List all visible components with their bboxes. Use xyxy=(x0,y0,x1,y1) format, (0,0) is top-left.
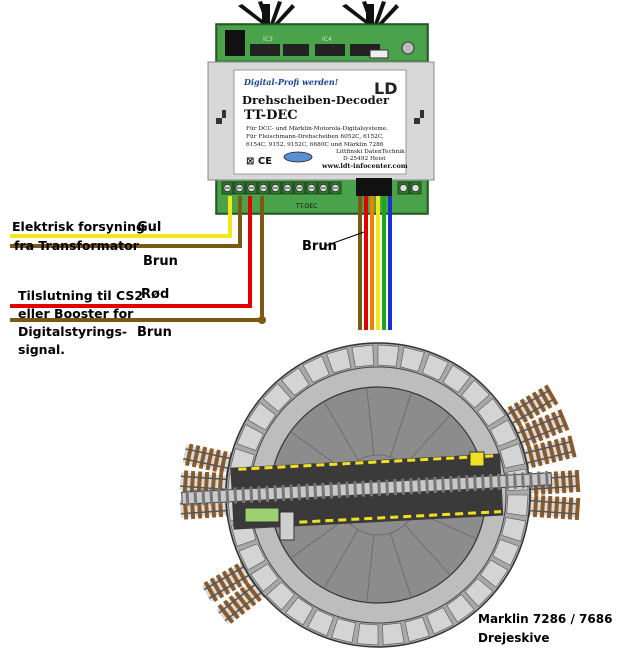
relay-component xyxy=(225,30,245,56)
wire-red xyxy=(10,196,252,308)
label-signal-4: signal. xyxy=(18,342,65,357)
ring-segment xyxy=(266,581,295,611)
terminal-screw xyxy=(257,181,270,195)
wire-yellow xyxy=(10,196,232,238)
maker-address: D-25492 Heist xyxy=(343,156,386,162)
terminal-strip xyxy=(221,181,422,195)
label-rod: Rød xyxy=(141,287,169,302)
label-brun-power: Brun xyxy=(143,254,178,269)
terminal-screw xyxy=(409,181,422,195)
ring-segment xyxy=(464,578,494,607)
label-signal-2: eller Booster for xyxy=(18,306,134,321)
svg-text:⊠ CE: ⊠ CE xyxy=(246,156,272,167)
terminal-screw xyxy=(281,181,294,195)
chip-label-ic3: IC3 xyxy=(263,36,273,43)
label-gul: Gul xyxy=(137,220,161,235)
decoder-model: TT-DEC xyxy=(244,108,298,123)
ring-segment xyxy=(238,543,266,571)
wire-bundle xyxy=(358,196,392,330)
label-turntable-2: Drejeskive xyxy=(478,631,549,645)
wire-brown-power xyxy=(10,196,242,248)
turntable xyxy=(179,342,581,648)
desc-line-3: 6154C, 9152, 9152C, 6680C und Märklin 72… xyxy=(246,142,384,148)
ring-segment xyxy=(236,424,264,451)
ring-segment xyxy=(499,443,526,469)
ring-segment xyxy=(351,344,374,368)
terminal-label: TT-DEC xyxy=(295,203,317,210)
terminal-screw xyxy=(317,181,330,195)
ring-segment xyxy=(250,563,279,592)
ring-segment xyxy=(404,616,430,643)
clip-left-icon xyxy=(216,110,226,124)
ring-segment xyxy=(426,607,454,635)
decoder-title: Drehscheiben-Decoder xyxy=(242,93,390,107)
ring-segment xyxy=(356,623,379,646)
desc-line-2: Für Fleischmann-Drehscheiben 6052C, 6152… xyxy=(246,134,384,140)
ring-segment xyxy=(377,344,400,367)
ring-segment xyxy=(490,419,518,447)
label-brun-bundle: Brun xyxy=(302,239,337,254)
ring-segment xyxy=(382,622,405,646)
ring-segment xyxy=(326,347,352,374)
bundle-pointer xyxy=(324,231,365,247)
ring-segment xyxy=(461,379,490,409)
maker-name: Littfinski DatenTechnik xyxy=(336,149,405,155)
clip-right-icon xyxy=(414,110,424,124)
terminal-screw xyxy=(293,181,306,195)
ring-segment xyxy=(442,364,471,393)
ring-segment xyxy=(247,402,276,431)
label-power-2: fra Transformator xyxy=(14,238,140,253)
ring-segment xyxy=(262,383,292,412)
label-turntable-1: Marklin 7286 / 7686 xyxy=(478,612,612,626)
ring-segment xyxy=(331,618,356,644)
ring-segment xyxy=(400,346,425,372)
ring-segment xyxy=(307,609,334,637)
ring-segment xyxy=(446,594,475,623)
ce-mark-icon: ⊠ CE xyxy=(246,156,272,167)
ring-segment xyxy=(422,353,449,381)
decoder-cover: LD xyxy=(207,61,435,181)
brand-tag: Digital-Profi werden! xyxy=(243,77,339,87)
terminal-screw xyxy=(305,181,318,195)
terminal-screw xyxy=(397,181,410,195)
ring-segment xyxy=(506,494,529,517)
terminal-screw xyxy=(329,181,342,195)
ring-segment xyxy=(477,398,506,427)
maker-url: www.ldt-infocenter.com xyxy=(321,162,408,170)
ring-segment xyxy=(302,355,330,383)
wire-brown-signal xyxy=(10,196,266,324)
digital-badge-icon xyxy=(283,151,313,163)
desc-line-1: Für DCC- und Märklin-Motorola-Digitalsys… xyxy=(246,126,388,132)
label-brun-signal: Brun xyxy=(137,325,172,340)
label-signal-1: Tilslutning til CS2 xyxy=(18,288,143,303)
ring-segment xyxy=(480,559,509,588)
label-signal-3: Digitalstyrings- xyxy=(18,324,127,339)
connector-plug xyxy=(356,178,392,196)
chip-label-ic4: IC4 xyxy=(322,36,332,43)
terminal-screw xyxy=(269,181,282,195)
label-power-1: Elektrisk forsyning xyxy=(12,219,145,234)
ldt-logo-icon: LD xyxy=(374,79,397,98)
exit-track xyxy=(517,493,581,521)
terminal-screw xyxy=(233,181,246,195)
terminal-screw xyxy=(221,181,234,195)
ring-segment xyxy=(492,539,520,566)
ring-segment xyxy=(501,517,527,542)
terminal-screw xyxy=(245,181,258,195)
ring-segment xyxy=(285,597,314,626)
ring-segment xyxy=(281,367,310,396)
